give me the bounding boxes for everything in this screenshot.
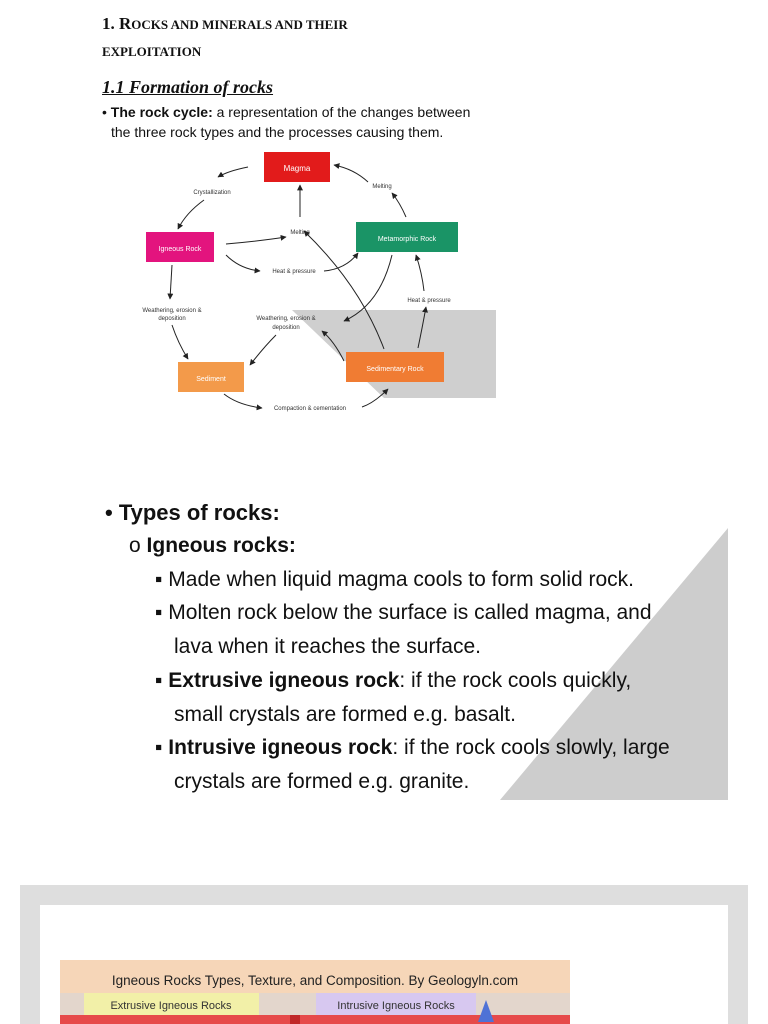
point-3-line-2: small crystals are formed e.g. basalt. — [174, 703, 516, 726]
heading-line2: EXPLOITATION — [102, 44, 202, 59]
point-2-line-2: lava when it reaches the surface. — [174, 635, 482, 658]
square-bullet: ▪ — [155, 669, 163, 692]
sediment-label: Sediment — [196, 376, 226, 383]
bullet: • — [102, 104, 107, 120]
arrow-compaction-to-sedimentary — [361, 388, 389, 408]
sub-bullet: o — [129, 534, 141, 557]
arrow-melting-to-magma — [333, 163, 369, 183]
magma-box — [264, 152, 330, 182]
rock-cycle-line1: a representation of the changes between — [212, 104, 471, 120]
igneous-rock-label: Igneous Rock — [159, 246, 202, 253]
magma-label: Magma — [284, 164, 311, 173]
point-4-line-2: crystals are formed e.g. granite. — [174, 770, 470, 793]
point-3-line-1: ▪ Extrusive igneous rock: if the rock co… — [155, 669, 631, 693]
heading-initial: R — [119, 14, 132, 33]
igneous-rocks-heading: Igneous rocks: — [146, 534, 296, 557]
igneous-rocks-heading-line: o Igneous rocks: — [129, 534, 296, 558]
rock-cycle-term: The rock cycle: — [110, 104, 213, 120]
rock-cycle-diagram: Magma Igneous Rock Metamorphic Rock Sedi… — [142, 152, 496, 412]
sediment-box — [178, 362, 244, 392]
point-2-text-1: Molten rock below the surface is called … — [168, 601, 652, 624]
arrow-sedimentary-to-weathering — [321, 330, 345, 362]
types-of-rocks-section: • Types of rocks: o Igneous rocks: ▪ Mad… — [105, 500, 745, 800]
igneous-rock-box — [146, 232, 214, 262]
arrow-magma-to-crystallization — [217, 166, 249, 178]
section-heading: 1. ROCKS AND MINERALS AND THEIR EXPLOITA… — [102, 10, 462, 65]
label-weathering-center-2: deposition — [272, 325, 299, 331]
rock-cycle-line2: the three rock types and the processes c… — [111, 124, 444, 140]
arrow-weathering-to-sediment — [171, 324, 189, 360]
banner-intrusive-label: Intrusive Igneous Rocks — [337, 1000, 455, 1012]
intrusive-term: Intrusive igneous rock — [168, 736, 393, 759]
arrow-crystallization-to-igneous — [177, 199, 205, 230]
label-heat-pressure-center: Heat & pressure — [272, 269, 316, 275]
point-1: ▪ Made when liquid magma cools to form s… — [155, 568, 634, 592]
subheading-formation-of-rocks: 1.1 Formation of rocks — [102, 77, 274, 97]
label-melting-top: Melting — [372, 184, 391, 190]
heading-number: 1. — [102, 14, 115, 33]
metamorphic-rock-label: Metamorphic Rock — [378, 236, 437, 243]
banner-title: Igneous Rocks Types, Texture, and Compos… — [112, 973, 518, 988]
arrow-heat-to-metamorphic — [323, 252, 359, 272]
types-of-rocks-title-line: • Types of rocks: — [105, 500, 280, 526]
arrow-igneous-to-weathering — [167, 264, 174, 300]
gray-diagonal-shape — [500, 528, 728, 800]
heading-line1: OCKS AND MINERALS AND THEIR — [131, 17, 348, 32]
arrow-sediment-to-compaction — [223, 393, 263, 411]
sedimentary-rock-label: Sedimentary Rock — [366, 366, 424, 373]
point-1-text: Made when liquid magma cools to form sol… — [168, 568, 634, 591]
point-3-text-1: : if the rock cools quickly, — [399, 669, 632, 692]
point-2-line-1: ▪ Molten rock below the surface is calle… — [155, 601, 652, 625]
arrow-igneous-to-heat — [225, 254, 261, 274]
square-bullet: ▪ — [155, 568, 163, 591]
rock-cycle-intro: • The rock cycle: a representation of th… — [102, 102, 522, 142]
arrow-sedimentary-to-heat — [417, 306, 428, 349]
point-4-line-1: ▪ Intrusive igneous rock: if the rock co… — [155, 736, 670, 760]
arrow-sedimentary-to-melting — [303, 230, 385, 350]
banner-extrusive-label: Extrusive Igneous Rocks — [110, 1000, 232, 1012]
metamorphic-rock-box — [356, 222, 458, 252]
point-4-text-1: : if the rock cools slowly, large — [392, 736, 670, 759]
extrusive-term: Extrusive igneous rock — [168, 669, 400, 692]
arrow-weathering-center-to-sediment — [249, 334, 277, 366]
types-of-rocks-title: Types of rocks: — [118, 500, 280, 525]
arrow-metamorphic-to-melting — [391, 192, 407, 218]
label-melting-center: Melting — [290, 230, 309, 236]
arrow-igneous-to-melting — [225, 234, 287, 245]
arrow-metamorphic-to-weathering — [343, 254, 393, 322]
arrow-heat-to-metamorphic-right — [414, 254, 425, 292]
label-compaction: Compaction & cementation — [274, 406, 346, 412]
bullet: • — [105, 500, 113, 525]
label-weathering-center-1: Weathering, erosion & — [256, 316, 315, 322]
square-bullet: ▪ — [155, 736, 163, 759]
label-weathering-left-1: Weathering, erosion & — [142, 308, 201, 314]
sedimentary-rock-box — [346, 352, 444, 382]
label-weathering-left-2: deposition — [158, 316, 185, 322]
square-bullet: ▪ — [155, 601, 163, 624]
igneous-rocks-banner-image: Igneous Rocks Types, Texture, and Compos… — [60, 960, 570, 1024]
label-crystallization: Crystallization — [193, 190, 230, 196]
label-heat-pressure-right: Heat & pressure — [407, 298, 451, 304]
